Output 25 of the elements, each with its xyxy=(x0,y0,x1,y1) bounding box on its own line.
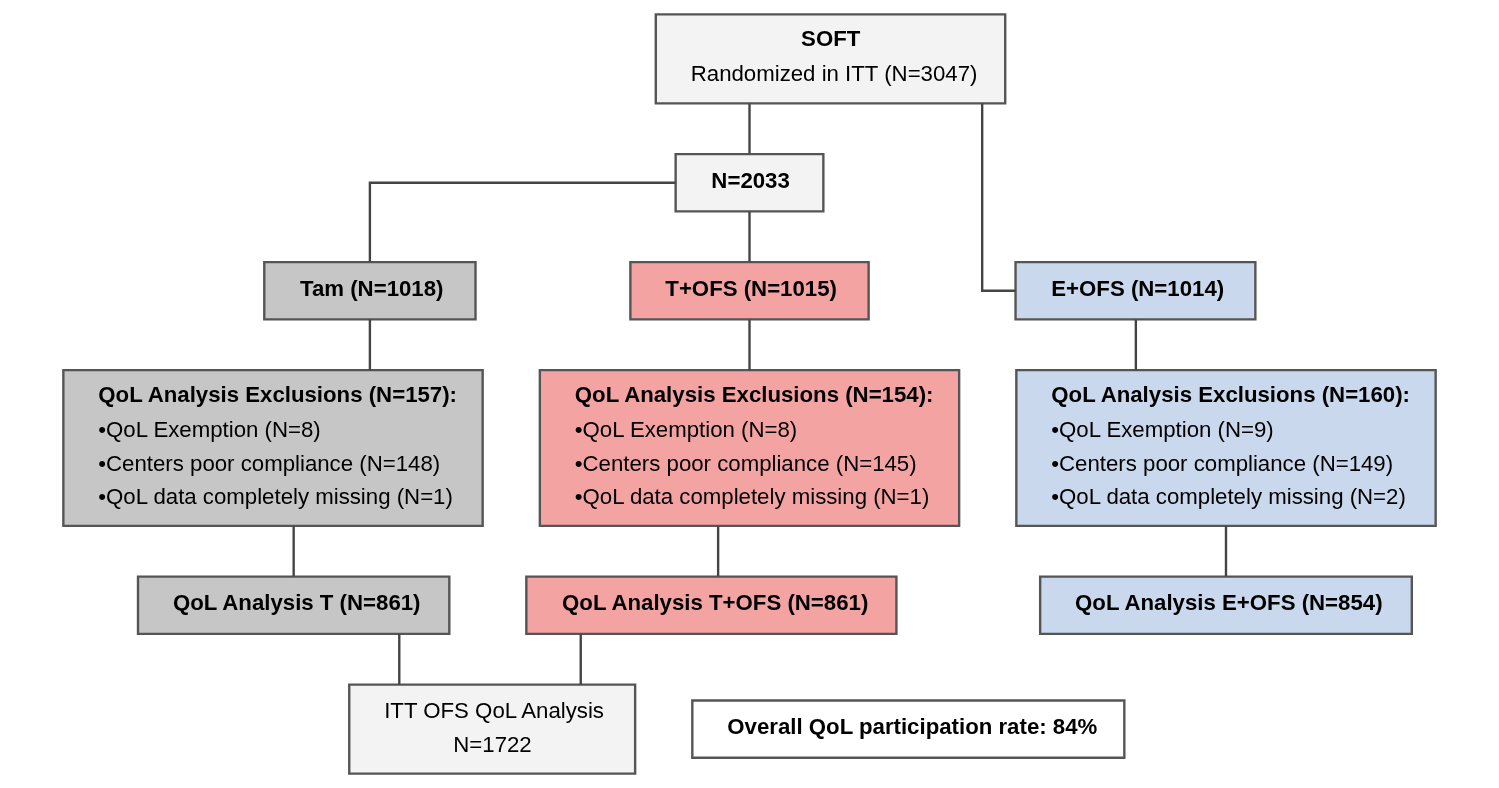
node-box: E+OFS (N=1014) xyxy=(1014,261,1257,321)
node-box: QoL Analysis Exclusions (N=160): •QoL Exemption (N=9) •Centers poor compliance (N=149) •QoL data completely missing (N=2) xyxy=(1015,369,1437,528)
node-box: QoL Analysis T+OFS (N=861) xyxy=(525,575,898,636)
node-box: QoL Analysis T (N=861) xyxy=(136,575,451,636)
node-box: QoL Analysis Exclusions (N=157): •QoL Exemption (N=8) •Centers poor compliance (N=148) •QoL data completely missing (N=1) xyxy=(62,369,484,528)
node-box: ITT OFS QoL Analysis N=1722 xyxy=(348,683,637,775)
connector xyxy=(1134,319,1138,371)
connector xyxy=(748,319,751,371)
node-box: T+OFS (N=1015) xyxy=(629,261,870,321)
connector xyxy=(368,181,676,262)
connector xyxy=(368,319,372,371)
node-box: N=2033 xyxy=(674,153,825,213)
node-box: Tam (N=1018) xyxy=(263,261,477,321)
connector xyxy=(716,526,720,577)
node-box: QoL Analysis E+OFS (N=854) xyxy=(1038,575,1413,636)
connector xyxy=(398,634,401,685)
node-box: Overall QoL participation rate: 84% xyxy=(691,699,1126,759)
connector xyxy=(1224,526,1228,577)
connector xyxy=(748,103,751,154)
node-box: QoL Analysis Exclusions (N=154): •QoL Exemption (N=8) •Centers poor compliance (N=145) •QoL data completely missing (N=1) xyxy=(538,369,961,528)
connector xyxy=(579,634,582,685)
connector xyxy=(748,211,751,262)
connector xyxy=(292,526,295,577)
connector xyxy=(981,103,1016,292)
node-box: SOFT Randomized in ITT (N=3047) xyxy=(654,13,1007,105)
